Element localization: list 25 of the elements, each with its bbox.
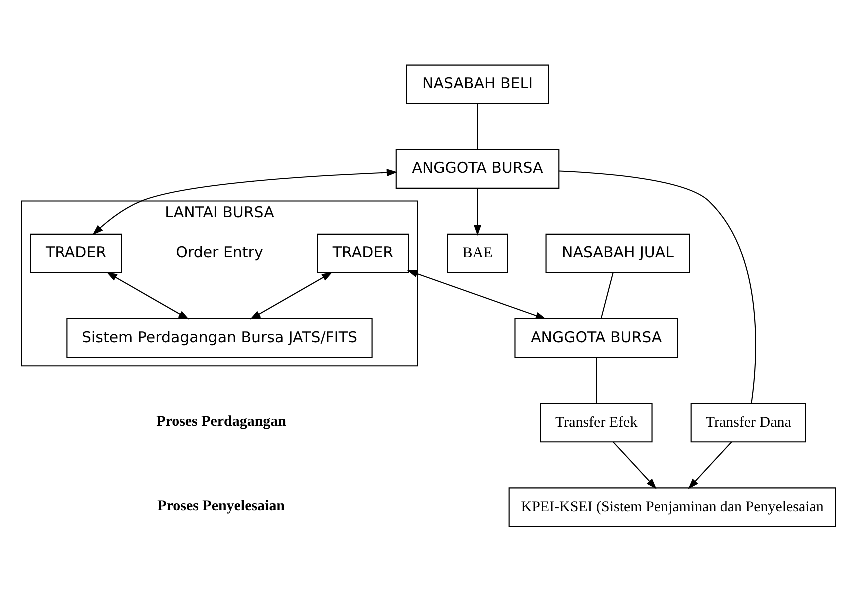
connector (477, 104, 478, 150)
arrow (250, 272, 333, 320)
connector (596, 358, 598, 404)
connector (600, 272, 614, 320)
node-box: Transfer Dana (690, 403, 806, 443)
node-box: Transfer Efek (540, 403, 653, 443)
node-box: NASABAH BELI (406, 64, 550, 104)
connector (559, 170, 756, 404)
arrow (613, 442, 657, 490)
arrow (474, 188, 482, 236)
node-box: ANGGOTA BURSA (514, 318, 678, 358)
label: Proses Perdagangan (156, 414, 286, 430)
node-box: TRADER (30, 234, 122, 274)
arrow (106, 272, 190, 320)
node-box: TRADER (317, 234, 410, 274)
node-box: ANGGOTA BURSA (396, 149, 560, 189)
node-box: NASABAH JUAL (546, 234, 690, 274)
node-box: KPEI-KSEI (Sistem Penjaminan dan Penyelesaian (508, 488, 836, 528)
label: Proses Penyelesaian (158, 498, 286, 514)
node-box: Sistem Perdagangan Bursa JATS/FITS (66, 318, 373, 358)
arrow (92, 169, 398, 236)
arrow (407, 270, 547, 320)
arrow (688, 442, 732, 490)
node-box: BAE (447, 234, 508, 274)
label: Order Entry (176, 244, 264, 262)
